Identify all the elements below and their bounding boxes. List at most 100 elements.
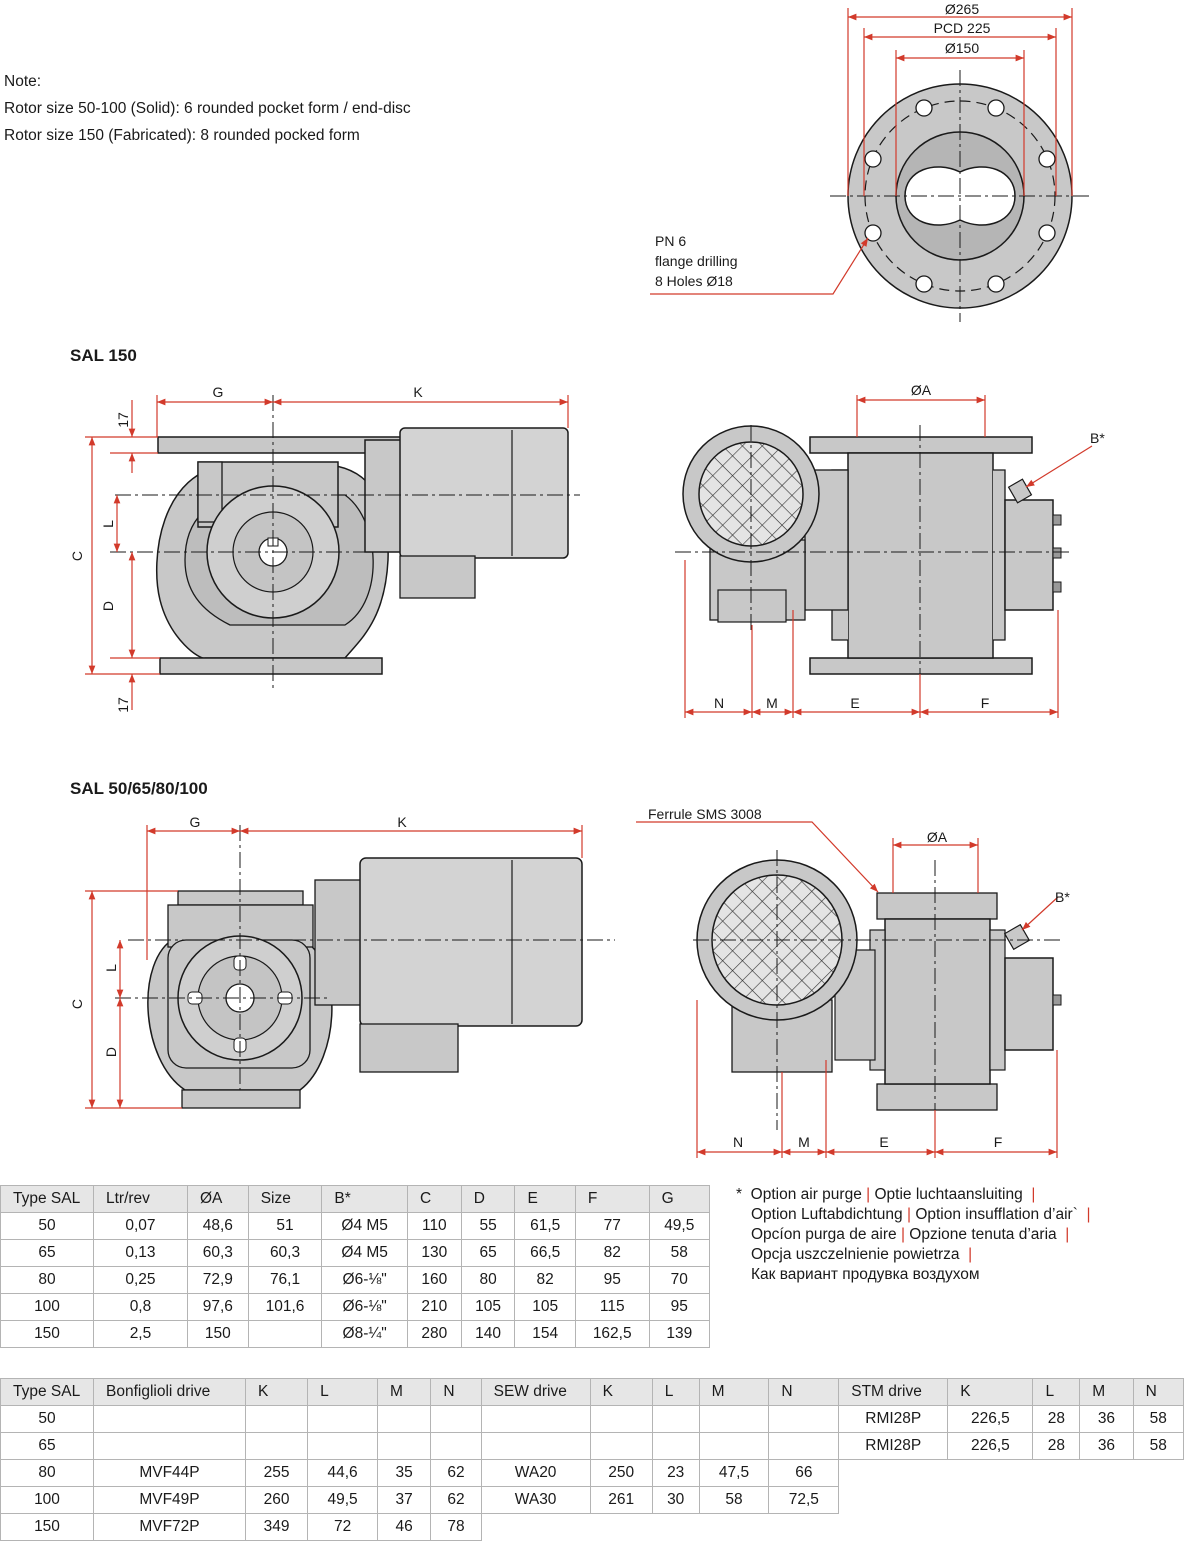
table-cell: 150: [186, 1320, 249, 1348]
table-cell: 101,6: [247, 1293, 323, 1321]
dim-c-150: C: [69, 551, 85, 561]
dim-n-50: N: [733, 1134, 743, 1150]
table-cell: 130: [406, 1239, 462, 1267]
table-cell: 35: [376, 1459, 432, 1487]
table-cell: 66,5: [514, 1239, 576, 1267]
table-cell: 61,5: [514, 1212, 576, 1240]
col-a: ØA: [186, 1185, 249, 1213]
dimension-table: Type SAL Ltr/rev ØA Size B* C D E F G 50…: [0, 1185, 711, 1348]
legend-en: Option air purge: [750, 1186, 862, 1203]
table-cell: [430, 1405, 482, 1433]
table-cell: 58: [1132, 1432, 1185, 1460]
sal50-side-view: G K C L D: [69, 814, 615, 1109]
table-cell: 2,5: [93, 1320, 188, 1348]
table-cell: WA20: [480, 1459, 591, 1487]
legend-es: Opcíon purga de aire: [751, 1226, 897, 1243]
legend-line-5: Как вариант продувка воздухом: [736, 1265, 1091, 1285]
table-cell: 0,8: [93, 1293, 188, 1321]
legend-star: *: [736, 1186, 743, 1203]
col-k: K: [589, 1378, 653, 1406]
table-cell: 115: [574, 1293, 650, 1321]
table-cell: 72: [307, 1513, 378, 1541]
dim-c-50: C: [69, 999, 85, 1009]
table-cell: 46: [376, 1513, 432, 1541]
table-cell: 51: [247, 1212, 323, 1240]
table-cell: [480, 1405, 591, 1433]
table-cell: [589, 1432, 653, 1460]
table-cell: 65: [460, 1239, 516, 1267]
empty-cell: [839, 1487, 1184, 1514]
dim-m-50: M: [798, 1134, 810, 1150]
table-cell: 226,5: [947, 1405, 1034, 1433]
table-cell: 58: [648, 1239, 711, 1267]
table-cell: [93, 1432, 246, 1460]
table-cell: 0,13: [93, 1239, 188, 1267]
table-cell: 82: [574, 1239, 650, 1267]
dim-k-150: K: [413, 384, 423, 400]
legend-line-2: Option Luftabdichtung | Option insufflat…: [736, 1205, 1091, 1225]
legend-it: Opzione tenuta d’aria: [909, 1226, 1057, 1243]
table-cell: 48,6: [186, 1212, 249, 1240]
table-cell: 28: [1032, 1405, 1081, 1433]
table-cell: 80: [0, 1266, 94, 1294]
legend-nl: Optie luchtaansluiting: [874, 1186, 1023, 1203]
col-k: K: [244, 1378, 309, 1406]
legend-sep: |: [1065, 1226, 1070, 1243]
table-cell: 28: [1032, 1432, 1081, 1460]
dim-17-bottom: 17: [115, 697, 131, 713]
dimension-table-header: Type SAL Ltr/rev ØA Size B* C D E F G: [0, 1185, 711, 1213]
sal150-side-view: G K 17 C L D 17: [69, 384, 580, 713]
drilling-line-1: PN 6: [655, 233, 686, 249]
table-cell: [430, 1432, 482, 1460]
table-cell: 82: [514, 1266, 576, 1294]
table-cell: [589, 1405, 653, 1433]
table-cell: [376, 1432, 432, 1460]
table-cell: MVF72P: [93, 1513, 246, 1541]
col-m: M: [376, 1378, 432, 1406]
table-cell: 255: [244, 1459, 309, 1487]
table-cell: 60,3: [247, 1239, 323, 1267]
table-cell: [307, 1405, 378, 1433]
table-cell: 36: [1079, 1432, 1134, 1460]
dim-pcd: PCD 225: [934, 20, 991, 36]
table-cell: Ø8-¼": [321, 1320, 408, 1348]
table-cell: 260: [244, 1486, 309, 1514]
table-cell: 50: [0, 1405, 94, 1433]
table-cell: 95: [648, 1293, 711, 1321]
table-cell: 0,25: [93, 1266, 188, 1294]
legend-sep: |: [968, 1246, 973, 1263]
dim-g-50: G: [190, 814, 201, 830]
table-cell: 150: [0, 1320, 94, 1348]
legend-ru: Как вариант продувка воздухом: [751, 1266, 980, 1283]
legend-sep: |: [906, 1206, 912, 1223]
note-title: Note:: [4, 73, 42, 90]
table-cell: [244, 1405, 309, 1433]
drive-table: Type SAL Bonfiglioli drive K L M N SEW d…: [0, 1378, 1185, 1541]
legend-line-4: Opcja uszczelnienie powietrza |: [736, 1245, 1091, 1265]
table-cell: 44,6: [307, 1459, 378, 1487]
legend-pl: Opcja uszczelnienie powietrza: [751, 1246, 960, 1263]
note-line-2: Rotor size 150 (Fabricated): 8 rounded p…: [4, 127, 360, 144]
table-cell: 80: [460, 1266, 516, 1294]
dim-b-50: B*: [1055, 889, 1070, 905]
table-cell: 162,5: [574, 1320, 650, 1348]
col-bonfiglioli: Bonfiglioli drive: [93, 1378, 246, 1406]
sal50-front-view: Ferrule SMS 3008 ØA B* N M E F: [636, 806, 1070, 1158]
table-cell: 49,5: [648, 1212, 711, 1240]
table-cell: RMI28P: [838, 1432, 949, 1460]
legend-de: Option Luftabdichtung: [751, 1206, 903, 1223]
table-cell: 60,3: [186, 1239, 249, 1267]
legend-fr: Option insufflation d’air`: [915, 1206, 1078, 1223]
table-cell: 37: [376, 1486, 432, 1514]
dim-d-50: D: [103, 1047, 119, 1057]
table-cell: 30: [651, 1486, 700, 1514]
col-n: N: [430, 1378, 482, 1406]
ferrule-label: Ferrule SMS 3008: [648, 806, 762, 822]
empty-cell: [481, 1514, 1183, 1541]
table-cell: 76,1: [247, 1266, 323, 1294]
